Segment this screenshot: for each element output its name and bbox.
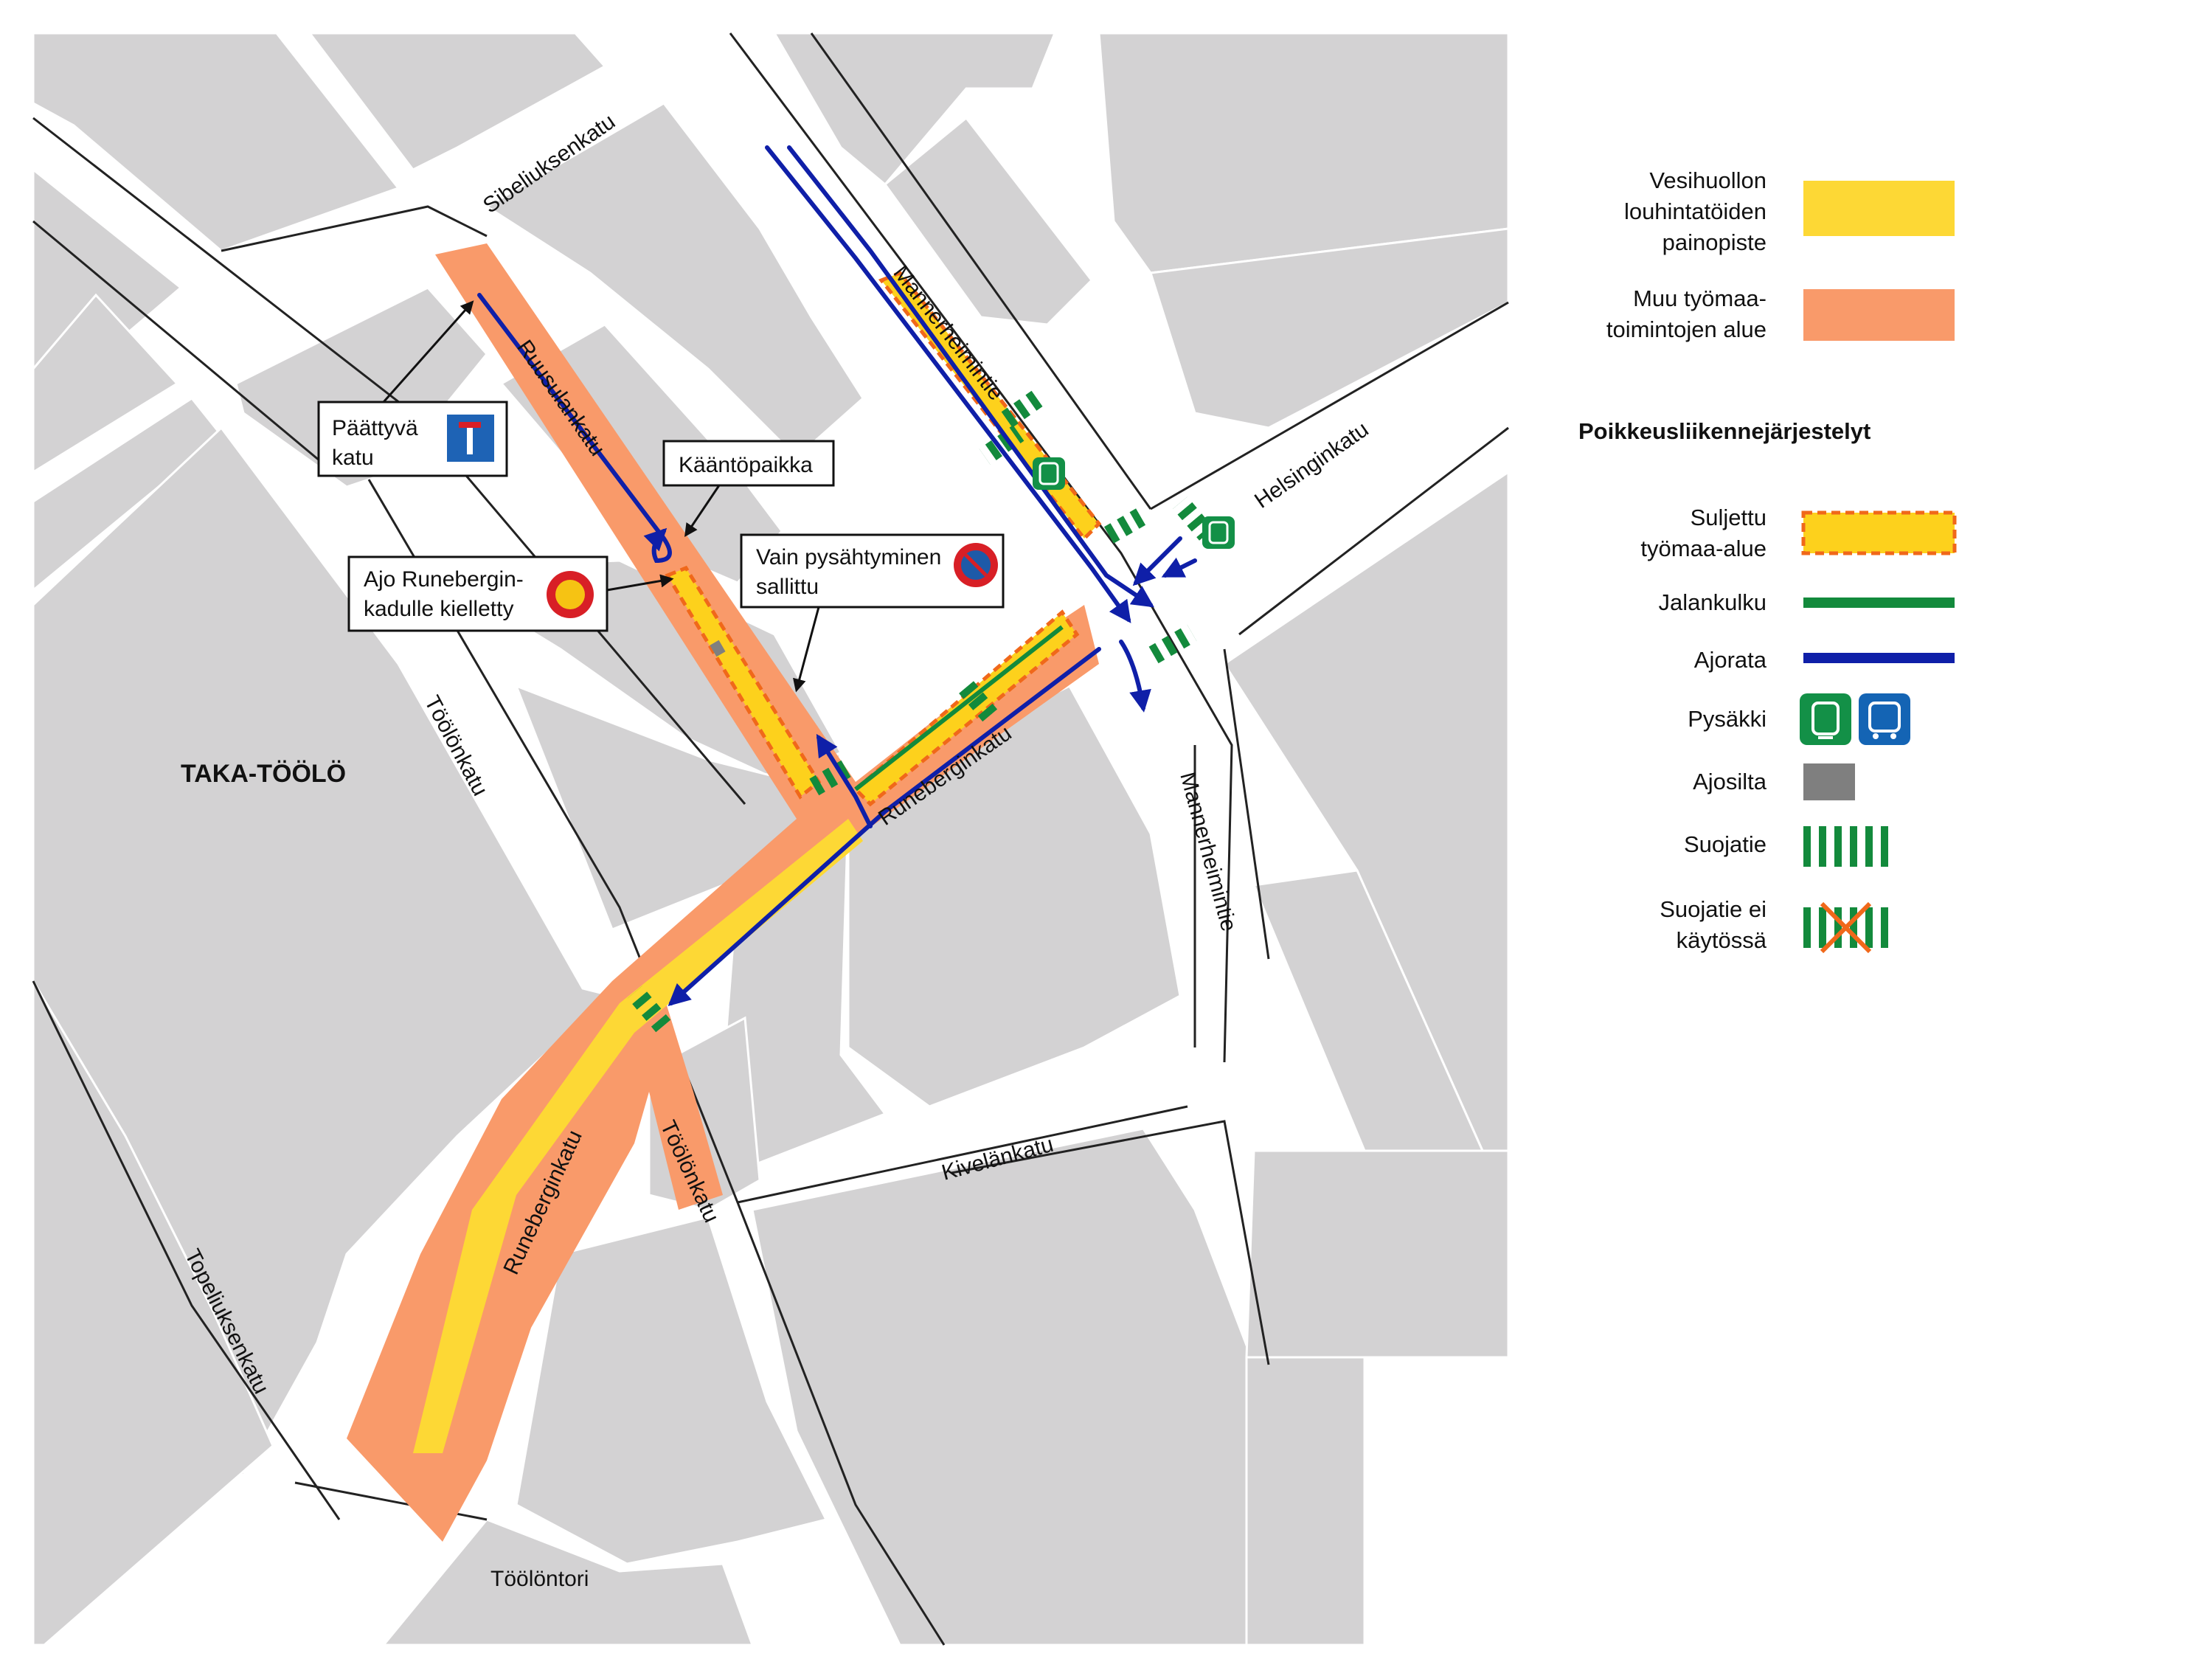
dead-end-sign-icon: [447, 415, 494, 462]
legend-swatch-water-focus: [1803, 181, 1955, 236]
legend-swatch-closed: [1801, 510, 1957, 555]
callout-no-entry-line1: Ajo Runebergin-: [364, 567, 524, 592]
legend-stop: Pysäkki: [1688, 706, 1767, 732]
legend-closed-line2: työmaa-alue: [1640, 536, 1767, 561]
callout-turnaround: Kääntöpaikka: [662, 440, 835, 537]
street-label-toolontori: Töölöntori: [490, 1567, 589, 1591]
legend-crosswalk-closed-line1: Suojatie ei: [1660, 896, 1767, 922]
callout-stopping-only-line1: Vain pysähtyminen: [756, 545, 941, 569]
legend-swatch-crosswalk-closed: [1803, 901, 1888, 954]
no-entry-sign-icon: [547, 571, 594, 618]
legend-other-line2: toimintojen alue: [1606, 316, 1767, 342]
area-label-taka-toolo: TAKA-TÖÖLÖ: [181, 760, 346, 788]
legend-water-line2: louhintatöiden: [1624, 198, 1767, 224]
legend-swatch-roadway: [1803, 653, 1955, 663]
no-parking-sign-icon: [954, 543, 998, 587]
callout-no-entry-line2: kadulle kielletty: [364, 597, 513, 621]
crosswalks: [627, 388, 1214, 1033]
water-focus-area: [413, 819, 863, 1453]
legend-water-line1: Vesihuollon: [1649, 167, 1767, 193]
legend: Vesihuollon louhintatöiden painopiste Mu…: [1578, 167, 1957, 954]
pedestrian-routes: [854, 625, 1064, 792]
legend-swatch-worksite: [1803, 289, 1955, 341]
callout-turnaround-text: Kääntöpaikka: [679, 453, 813, 477]
callout-dead-end-line2: katu: [332, 446, 374, 470]
callout-stopping-only: Vain pysähtyminen sallittu: [740, 533, 1005, 693]
callout-dead-end: Päättyvä katu: [317, 300, 508, 477]
legend-swatch-crosswalk: [1803, 826, 1888, 867]
legend-tram-stop-icon: [1800, 693, 1851, 745]
legend-section-title: Poikkeusliikennejärjestelyt: [1578, 418, 1871, 444]
legend-crosswalk-closed-line2: käytössä: [1677, 927, 1767, 953]
callout-stopping-only-line2: sallittu: [756, 575, 819, 599]
legend-pedestrian: Jalankulku: [1659, 589, 1767, 615]
legend-bus-stop-icon: [1859, 693, 1910, 745]
driveway-marker: [710, 640, 726, 657]
callout-dead-end-line1: Päättyvä: [332, 416, 418, 440]
legend-roadway: Ajorata: [1694, 647, 1767, 673]
legend-swatch-driveway: [1803, 763, 1855, 800]
legend-crosswalk: Suojatie: [1684, 831, 1767, 857]
tram-stop-icon: [1033, 457, 1065, 490]
legend-swatch-pedestrian: [1803, 598, 1955, 608]
tram-stop-icon: [1202, 516, 1235, 549]
legend-closed-line1: Suljettu: [1691, 505, 1767, 530]
worksite-area: [347, 243, 1099, 1542]
roadway-routes: [477, 145, 1197, 1007]
legend-driveway: Ajosilta: [1693, 769, 1767, 794]
callout-no-entry: Ajo Runebergin- kadulle kielletty: [347, 555, 674, 632]
legend-water-line3: painopiste: [1663, 229, 1767, 255]
legend-other-line1: Muu työmaa-: [1633, 285, 1767, 311]
